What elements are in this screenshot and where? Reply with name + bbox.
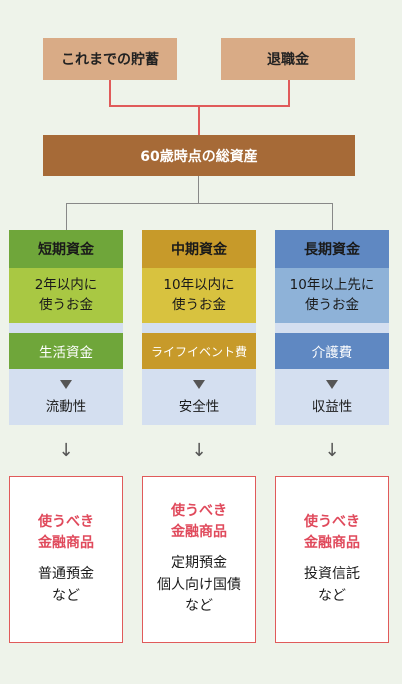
long-term-header-label: 長期資金	[304, 242, 360, 258]
long-term-feature-label: 収益性	[311, 398, 353, 415]
product-body: 投資信託 など	[304, 565, 360, 604]
mid-term-products: 使うべき 金融商品 定期預金 個人向け国債 など	[142, 476, 256, 643]
retirement-label: 退職金	[267, 52, 309, 68]
arrow-down-icon: ↓	[191, 440, 207, 461]
short-term-use-label: 生活資金	[39, 345, 93, 361]
short-term-feature: 流動性	[9, 369, 123, 425]
mid-term-feature: 安全性	[142, 369, 256, 425]
spacer	[275, 323, 389, 333]
mid-term-feature-label: 安全性	[178, 398, 220, 415]
short-term-header-label: 短期資金	[38, 242, 94, 258]
mid-term-header-label: 中期資金	[171, 242, 227, 258]
mid-term-header: 中期資金	[142, 230, 256, 268]
arrow-down-icon: ↓	[324, 440, 340, 461]
mid-term-desc-text: 10年以内に 使うお金	[163, 276, 235, 313]
short-term-products: 使うべき 金融商品 普通預金 など	[9, 476, 123, 643]
short-term-feature-label: 流動性	[45, 398, 87, 415]
product-title: 使うべき 金融商品	[171, 502, 227, 540]
triangle-down-icon	[60, 379, 72, 389]
short-term-desc-text: 2年以内に 使うお金	[34, 276, 98, 313]
connector-line	[332, 203, 333, 230]
long-term-use-label: 介護費	[311, 345, 353, 361]
long-term-header: 長期資金	[275, 230, 389, 268]
connector-line	[66, 203, 333, 204]
product-title: 使うべき 金融商品	[304, 513, 360, 551]
retirement-box: 退職金	[221, 38, 355, 80]
long-term-products: 使うべき 金融商品 投資信託 など	[275, 476, 389, 643]
long-term-use: 介護費	[275, 333, 389, 369]
mid-term-use-label: ライフイベント費	[150, 344, 247, 359]
triangle-down-icon	[326, 379, 338, 389]
total-assets-box: 60歳時点の総資産	[43, 135, 355, 176]
mid-term-use: ライフイベント費	[142, 333, 256, 369]
product-body: 定期預金 個人向け国債 など	[157, 554, 241, 615]
connector-line	[66, 203, 67, 230]
connector-line	[198, 105, 200, 135]
connector-line	[198, 176, 199, 204]
savings-box: これまでの貯蓄	[43, 38, 177, 80]
savings-label: これまでの貯蓄	[61, 52, 159, 68]
long-term-desc-text: 10年以上先に 使うお金	[289, 276, 375, 313]
short-term-desc: 2年以内に 使うお金	[9, 268, 123, 323]
product-title: 使うべき 金融商品	[38, 513, 94, 551]
arrow-down-icon: ↓	[58, 440, 74, 461]
connector-line	[288, 80, 290, 106]
product-body: 普通預金 など	[38, 565, 94, 604]
triangle-down-icon	[193, 379, 205, 389]
spacer	[9, 323, 123, 333]
spacer	[142, 323, 256, 333]
connector-line	[109, 80, 111, 106]
total-assets-label: 60歳時点の総資産	[140, 148, 258, 165]
long-term-feature: 収益性	[275, 369, 389, 425]
mid-term-desc: 10年以内に 使うお金	[142, 268, 256, 323]
long-term-desc: 10年以上先に 使うお金	[275, 268, 389, 323]
short-term-header: 短期資金	[9, 230, 123, 268]
short-term-use: 生活資金	[9, 333, 123, 369]
